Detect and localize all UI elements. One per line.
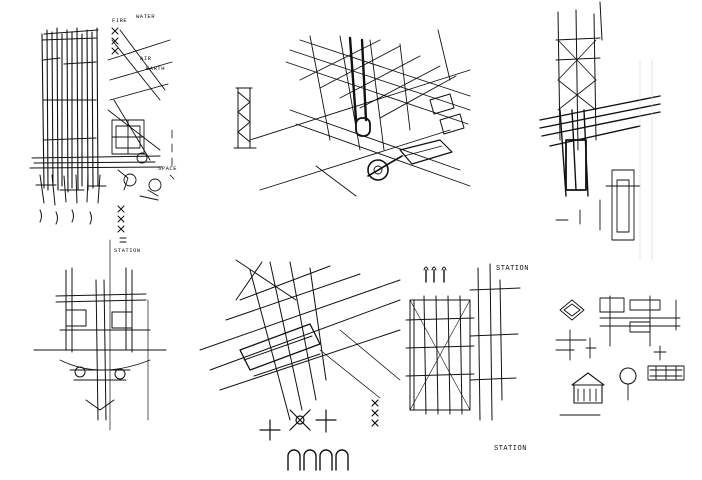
sketch-frame-tower-right [539,1,661,261]
note-station-2: STATION [496,265,529,273]
sketch-pipe-isometric [233,29,471,197]
note-air: AIR [140,55,152,62]
note-fire: FIRE [112,17,127,24]
note-station-1: STATION [114,247,141,254]
sketch-tower-fire-water [29,27,175,243]
sketch-elevation-station [405,263,521,421]
sketch-tower-front-elevation [33,239,167,431]
note-space: SPACE [158,165,177,172]
sketch-small-details-house [555,295,685,416]
note-station-3: STATION [494,445,527,453]
note-earth: EARTH [146,65,165,72]
sketch-diagonal-structure [199,259,401,471]
note-water: WATER [136,13,155,20]
